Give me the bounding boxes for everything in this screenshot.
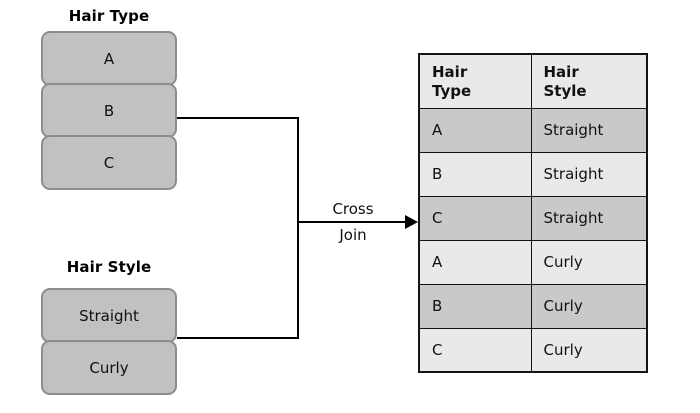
cell-hair-type: C bbox=[418, 327, 532, 373]
arrow-right-icon bbox=[405, 215, 418, 229]
hair-type-node-stack: A B C bbox=[41, 31, 177, 190]
cell-hair-type: A bbox=[418, 239, 532, 285]
cell-hair-style: Straight bbox=[530, 195, 648, 241]
hair-style-node-straight[interactable]: Straight bbox=[41, 288, 177, 343]
cross-join-label-line-1: Cross bbox=[332, 200, 374, 218]
hair-style-node-straight-label: Straight bbox=[79, 306, 139, 325]
table-row: B Curly bbox=[418, 283, 648, 329]
hair-style-node-stack: Straight Curly bbox=[41, 288, 177, 395]
cell-hair-style: Straight bbox=[530, 107, 648, 153]
column-header-hair-style: Hair Style bbox=[530, 53, 648, 109]
table-row: C Straight bbox=[418, 195, 648, 241]
hair-type-node-b[interactable]: B bbox=[41, 83, 177, 138]
cross-join-result-table: Hair Type Hair Style A Straight B Straig… bbox=[418, 53, 648, 373]
hair-style-group-title: Hair Style bbox=[66, 258, 152, 276]
cell-hair-type: A bbox=[418, 107, 532, 153]
table-row: C Curly bbox=[418, 327, 648, 373]
connector-arrow-shaft bbox=[297, 221, 407, 223]
cell-hair-style: Curly bbox=[530, 239, 648, 285]
cross-join-label-line-2: Join bbox=[339, 226, 367, 244]
connector-line-top bbox=[177, 117, 299, 119]
hair-type-node-a-label: A bbox=[103, 49, 115, 68]
cell-hair-style: Straight bbox=[530, 151, 648, 197]
hair-style-node-curly[interactable]: Curly bbox=[41, 340, 177, 395]
hair-type-node-c-label: C bbox=[103, 153, 115, 172]
cross-join-label: Cross Join bbox=[313, 196, 393, 248]
connector-line-trunk bbox=[297, 117, 299, 339]
column-header-hair-type: Hair Type bbox=[418, 53, 532, 109]
connector-line-bottom bbox=[177, 337, 299, 339]
cell-hair-type: C bbox=[418, 195, 532, 241]
table-row: B Straight bbox=[418, 151, 648, 197]
hair-type-node-c[interactable]: C bbox=[41, 135, 177, 190]
column-header-hair-style-line-1: Hair bbox=[543, 63, 579, 82]
column-header-hair-style-line-2: Style bbox=[543, 82, 587, 101]
cell-hair-type: B bbox=[418, 283, 532, 329]
hair-type-node-b-label: B bbox=[103, 101, 115, 120]
hair-style-node-curly-label: Curly bbox=[89, 358, 129, 377]
column-header-hair-type-line-1: Hair bbox=[432, 63, 468, 82]
table-header-row: Hair Type Hair Style bbox=[418, 53, 648, 109]
cell-hair-type: B bbox=[418, 151, 532, 197]
cell-hair-style: Curly bbox=[530, 327, 648, 373]
column-header-hair-type-line-2: Type bbox=[432, 82, 472, 101]
hair-type-node-a[interactable]: A bbox=[41, 31, 177, 86]
cell-hair-style: Curly bbox=[530, 283, 648, 329]
table-row: A Straight bbox=[418, 107, 648, 153]
table-row: A Curly bbox=[418, 239, 648, 285]
hair-type-group-title: Hair Type bbox=[68, 7, 150, 25]
